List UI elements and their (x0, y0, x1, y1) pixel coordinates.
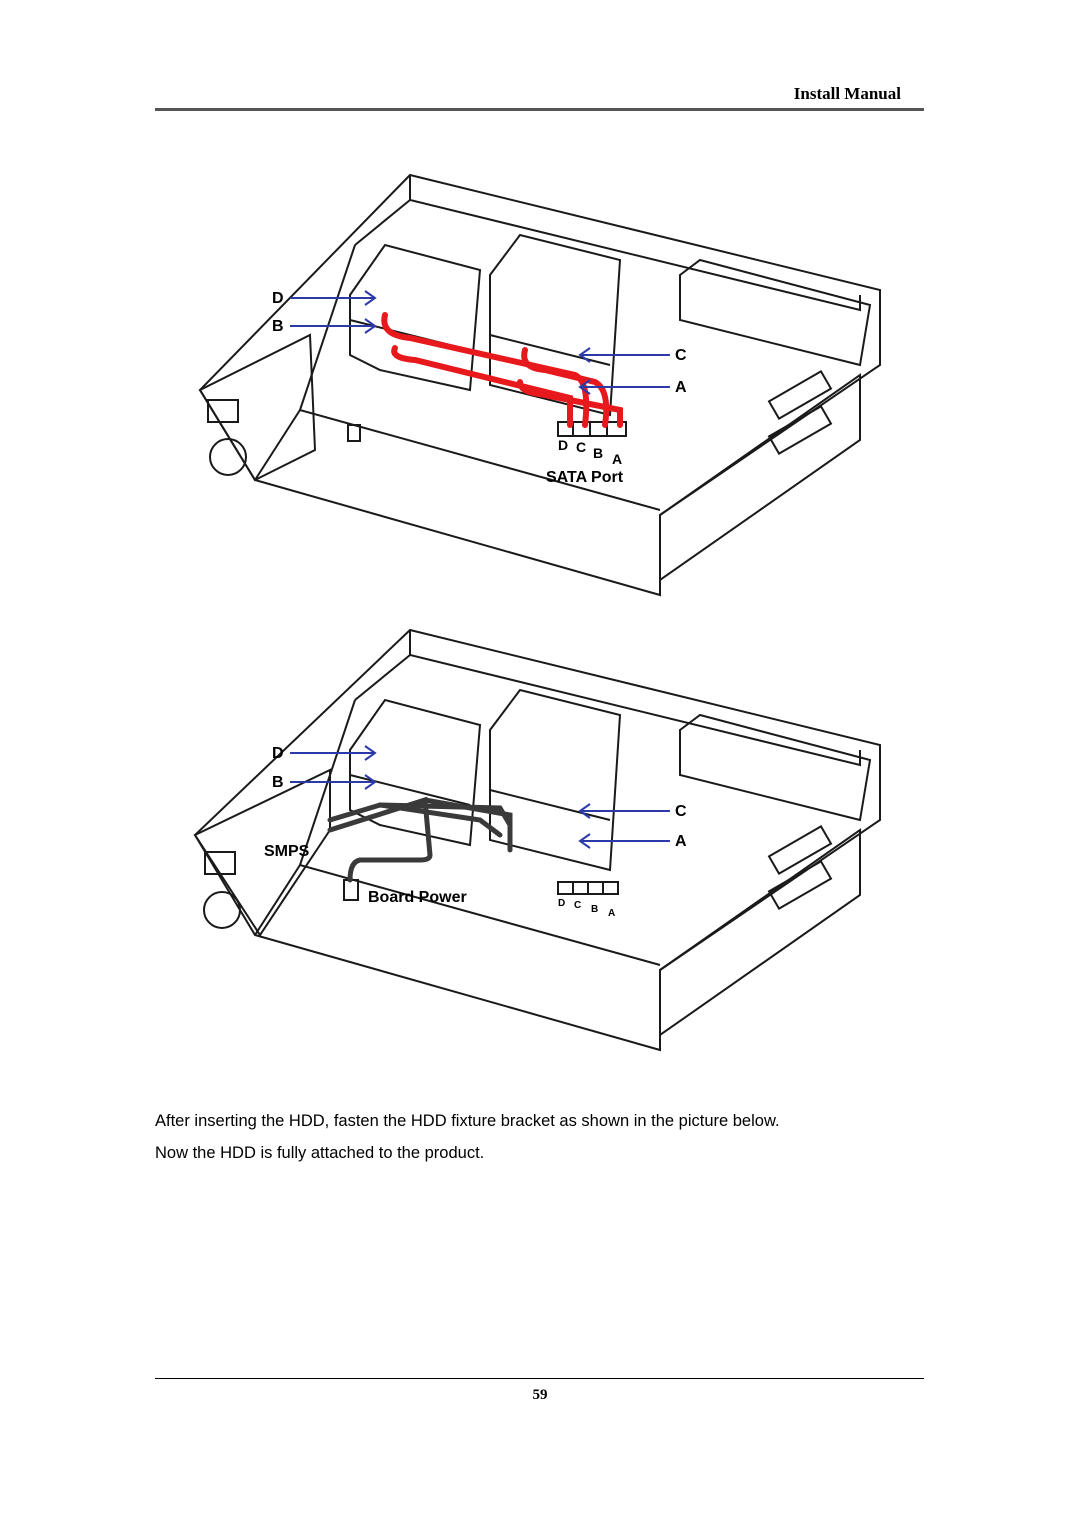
page-header-title: Install Manual (793, 84, 901, 103)
label-d: D (272, 290, 284, 307)
port-label-d: D (558, 437, 568, 453)
sata-wiring-diagram: D B C A D C B A SATA Port (198, 173, 881, 597)
sata-cables (381, 312, 623, 428)
sata-port-caption: SATA Port (546, 469, 624, 486)
label-c-2: C (675, 803, 687, 820)
port-label-a: A (612, 451, 622, 467)
label-b: B (272, 318, 284, 335)
page-number: 59 (532, 1387, 548, 1403)
label-a: A (675, 379, 687, 396)
port-label-b-2: B (591, 904, 598, 915)
arrows (290, 290, 670, 395)
port-label-c-2: C (574, 900, 581, 911)
header-rule (155, 108, 924, 111)
body-text: After inserting the HDD, fasten the HDD … (155, 1105, 935, 1169)
footer-rule (155, 1378, 924, 1379)
power-wiring-diagram: D B C A SMPS Board Power D C B A (193, 628, 881, 1052)
arrows-2 (290, 745, 670, 849)
body-text-line-2: Now the HDD is fully attached to the pro… (155, 1144, 485, 1162)
label-c: C (675, 347, 687, 364)
body-text-line-1: After inserting the HDD, fasten the HDD … (155, 1112, 780, 1130)
label-a-2: A (675, 833, 687, 850)
chassis-outline (198, 173, 881, 597)
power-cables (327, 796, 513, 883)
port-label-a-2: A (608, 908, 615, 919)
label-b-2: B (272, 774, 284, 791)
port-label-c: C (576, 439, 586, 455)
chassis-outline-2 (193, 628, 881, 1052)
port-label-d-2: D (558, 898, 565, 909)
board-power-label: Board Power (368, 889, 467, 906)
smps-label: SMPS (264, 843, 310, 860)
port-label-b: B (593, 445, 603, 461)
label-d-2: D (272, 745, 284, 762)
